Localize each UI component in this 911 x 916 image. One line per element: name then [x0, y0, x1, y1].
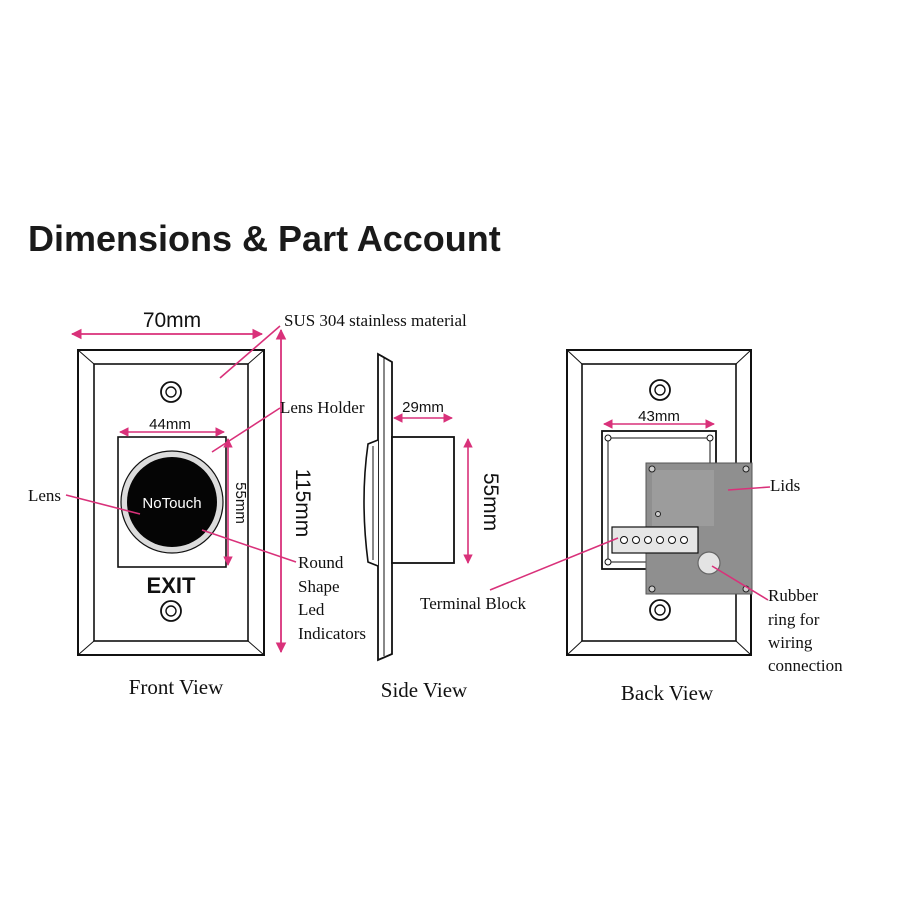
terminal-block-callout: Terminal Block [420, 594, 526, 613]
side-plate [377, 352, 393, 662]
side-body [391, 436, 455, 564]
back-top-screw-icon [649, 379, 671, 401]
lens-holder-leader-line [211, 407, 281, 453]
rubber-ring-leader-line [711, 565, 769, 601]
terminal-block-leader-line [489, 537, 619, 591]
housing-corner-screws [604, 434, 714, 566]
holder-width-dimension-label: 44mm [149, 416, 191, 433]
side-depth-dimension-label: 29mm [402, 399, 444, 416]
back-bottom-screw-icon [649, 599, 671, 621]
back-block-width-dimension-label: 43mm [638, 408, 680, 425]
front-height-dimension-label: 115mm [291, 469, 314, 537]
front-view: NoTouch EXIT 70mm 115mm 44mm 55mm Front … [65, 309, 314, 699]
rubber-callout-line-3: wiring [768, 633, 813, 652]
led-callout-line-2: Shape [298, 577, 340, 596]
front-plate-bevel [77, 349, 265, 656]
rubber-callout-line-2: ring for [768, 610, 820, 629]
holder-height-dimension-label: 55mm [232, 482, 249, 524]
material-leader-line [219, 325, 281, 379]
back-view-caption: Back View [621, 681, 714, 705]
front-view-caption: Front View [129, 675, 224, 699]
side-height-dimension-label: 55mm [479, 473, 502, 531]
led-leader-line [201, 529, 297, 563]
led-callout-line-3: Led [298, 600, 325, 619]
front-width-dimension-label: 70mm [143, 309, 201, 332]
rubber-ring [697, 551, 721, 575]
terminal-block [611, 526, 699, 554]
rubber-callout-line-4: connection [768, 656, 843, 675]
lids-leader-line [727, 486, 771, 491]
front-bottom-screw-icon [160, 600, 182, 622]
led-callout-line-4: Indicators [298, 624, 366, 643]
material-callout: SUS 304 stainless material [284, 311, 467, 330]
led-callout-line-1: Round [298, 553, 344, 572]
lens-callout: Lens [28, 486, 61, 505]
lens-brand-text: NoTouch [142, 495, 201, 512]
rubber-callout-line-1: Rubber [768, 586, 818, 605]
back-view: 43mm Back View [489, 349, 771, 705]
side-view-caption: Side View [381, 678, 468, 702]
page-title: Dimensions & Part Account [28, 218, 501, 259]
exit-label: EXIT [147, 573, 196, 598]
lens-holder-callout: Lens Holder [280, 398, 365, 417]
front-top-screw-icon [160, 381, 182, 403]
side-lens-bulge [363, 439, 379, 567]
side-view: 29mm 55mm Side View [363, 352, 502, 702]
lens [127, 457, 217, 547]
lids-callout: Lids [770, 476, 800, 495]
lens-leader-line [65, 494, 141, 515]
